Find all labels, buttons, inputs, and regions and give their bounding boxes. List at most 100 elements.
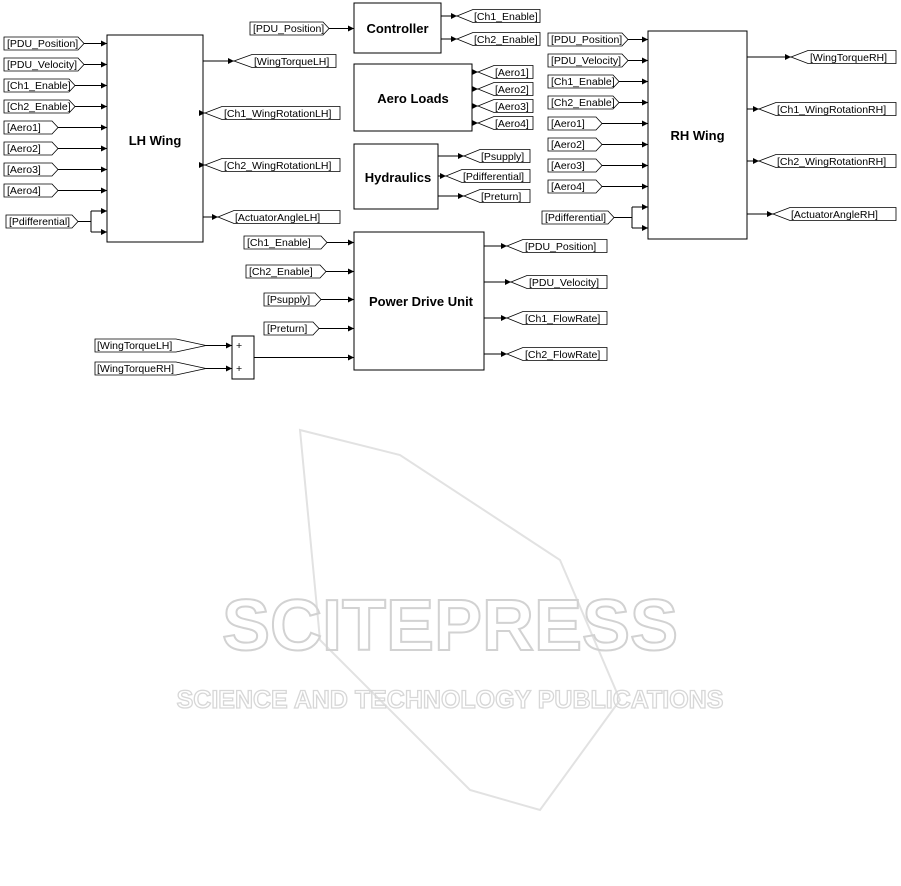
lh-input-label: [PDU_Position]: [7, 38, 78, 50]
sum-input-label: [WingTorqueRH]: [97, 363, 174, 375]
lh-input-label: [Ch2_Enable]: [7, 101, 71, 113]
controller-output-label: [Ch2_Enable]: [474, 34, 538, 46]
rh-input-tag[interactable]: [541, 210, 615, 225]
lh-input-tag[interactable]: [5, 214, 79, 229]
aero-output-tag[interactable]: [476, 99, 534, 113]
rh-input-label: [PDU_Velocity]: [551, 55, 621, 67]
hydraulics-label: Hydraulics: [365, 170, 431, 185]
pdu-output-label: [PDU_Velocity]: [529, 277, 599, 289]
rh-input-tag[interactable]: [547, 179, 603, 194]
lh-input-label: [PDU_Velocity]: [7, 59, 77, 71]
watermark-sub: SCIENCE AND TECHNOLOGY PUBLICATIONS: [177, 686, 724, 714]
rh-input-label: [Ch1_Enable]: [551, 76, 615, 88]
pdu-input-tag[interactable]: [245, 264, 327, 279]
rh-output-tag[interactable]: [757, 154, 897, 168]
lh-input-tag[interactable]: [3, 57, 85, 72]
aero-output-tag[interactable]: [476, 116, 534, 130]
lh-input-tag[interactable]: [3, 99, 76, 114]
controller-output-tag[interactable]: [455, 32, 541, 46]
lh-output-tag[interactable]: [203, 106, 341, 120]
rh-input-tag[interactable]: [547, 53, 629, 68]
sum-input-label: [WingTorqueLH]: [97, 340, 172, 352]
rh-input-label: [Aero1]: [551, 118, 585, 130]
pdu-input-tag[interactable]: [263, 292, 322, 307]
sum-input-tag[interactable]: [94, 338, 207, 353]
watermark: SCITEPRESS SCIENCE AND TECHNOLOGY PUBLIC…: [176, 428, 724, 812]
rh-wing-inputs: [PDU_Position] [PDU_Velocity] [Ch1_Enabl…: [541, 32, 648, 231]
rh-input-tag[interactable]: [547, 116, 603, 131]
lh-wing-block[interactable]: [106, 34, 204, 243]
rh-output-label: [Ch2_WingRotationRH]: [777, 156, 886, 168]
pdu-output-tag[interactable]: [505, 347, 608, 361]
hydraulics-output-label: [Preturn]: [481, 191, 521, 203]
lh-input-tag[interactable]: [3, 141, 59, 156]
rh-output-tag[interactable]: [757, 102, 897, 116]
pdu-output-tag[interactable]: [509, 275, 608, 289]
pdu-input-tag[interactable]: [263, 321, 320, 336]
lh-output-tag[interactable]: [216, 210, 341, 224]
lh-input-tag[interactable]: [3, 162, 59, 177]
hydraulics-output-tag[interactable]: [444, 169, 531, 183]
lh-input-tag[interactable]: [3, 36, 85, 51]
lh-output-tag[interactable]: [232, 54, 337, 68]
rh-input-tag[interactable]: [547, 95, 620, 110]
pdu-outputs: [PDU_Position] [PDU_Velocity] [Ch1_FlowR…: [484, 239, 608, 361]
rh-output-label: [WingTorqueRH]: [810, 52, 887, 64]
controller-input-tag[interactable]: [249, 21, 330, 36]
rh-input-label: [Aero2]: [551, 139, 585, 151]
aero-loads-outputs: [Aero1] [Aero2] [Aero3] [Aero4]: [472, 65, 534, 130]
pdu-output-label: [Ch2_FlowRate]: [525, 349, 600, 361]
aero-output-label: [Aero1]: [495, 67, 529, 79]
aero-loads-block[interactable]: [353, 63, 473, 132]
lh-output-label: [ActuatorAngleLH]: [235, 212, 320, 224]
pdu-input-tag[interactable]: [243, 235, 328, 250]
rh-output-tag[interactable]: [789, 50, 897, 64]
lh-wing-outputs: [WingTorqueLH] [Ch1_WingRotationLH] [Ch2…: [199, 54, 341, 224]
lh-input-tag[interactable]: [3, 183, 59, 198]
hydraulics-output-label: [Psupply]: [481, 151, 524, 163]
lh-pdiff-branch: [78, 211, 92, 232]
hydraulics-outputs: [Psupply] [Pdifferential] [Preturn]: [438, 149, 531, 203]
aero-output-label: [Aero2]: [495, 84, 529, 96]
lh-input-label: [Ch1_Enable]: [7, 80, 71, 92]
aero-output-label: [Aero3]: [495, 101, 529, 113]
rh-input-tag[interactable]: [547, 74, 620, 89]
controller-output-tag[interactable]: [455, 9, 541, 23]
lh-input-label: [Aero1]: [7, 122, 41, 134]
power-drive-unit-label: Power Drive Unit: [369, 294, 474, 309]
sum-sign: +: [236, 340, 242, 352]
lh-wing-inputs: [PDU_Position] [PDU_Velocity] [Ch1_Enabl…: [3, 36, 107, 235]
lh-output-label: [Ch2_WingRotationLH]: [224, 160, 331, 172]
hydraulics-output-tag[interactable]: [462, 149, 531, 163]
rh-output-label: [ActuatorAngleRH]: [791, 209, 878, 221]
lh-input-label: [Pdifferential]: [9, 216, 70, 228]
sum-input-tag[interactable]: [94, 361, 207, 376]
rh-wing-outputs: [WingTorqueRH] [Ch1_WingRotationRH] [Ch2…: [747, 50, 897, 221]
controller-block[interactable]: [353, 2, 442, 54]
rh-input-label: [Aero4]: [551, 181, 585, 193]
aero-output-tag[interactable]: [476, 82, 534, 96]
rh-wing-block[interactable]: [647, 30, 748, 240]
rh-input-label: [PDU_Position]: [551, 34, 622, 46]
lh-input-tag[interactable]: [3, 120, 59, 135]
lh-output-tag[interactable]: [203, 158, 341, 172]
lh-output-label: [WingTorqueLH]: [254, 56, 329, 68]
rh-input-label: [Aero3]: [551, 160, 585, 172]
pdu-input-label: [Psupply]: [267, 294, 310, 306]
power-drive-unit-block[interactable]: [353, 231, 485, 371]
hydraulics-output-tag[interactable]: [462, 189, 531, 203]
rh-input-label: [Ch2_Enable]: [551, 97, 615, 109]
aero-output-label: [Aero4]: [495, 118, 529, 130]
rh-input-tag[interactable]: [547, 137, 603, 152]
rh-output-tag[interactable]: [771, 207, 897, 221]
lh-input-label: [Aero3]: [7, 164, 41, 176]
aero-output-tag[interactable]: [476, 65, 534, 79]
rh-input-tag[interactable]: [547, 158, 603, 173]
pdu-inputs: [Ch1_Enable] [Ch2_Enable] [Psupply] [Pre…: [243, 235, 354, 336]
rh-input-tag[interactable]: [547, 32, 629, 47]
lh-input-tag[interactable]: [3, 78, 76, 93]
watermark-main: SCITEPRESS: [222, 586, 678, 666]
pdu-output-tag[interactable]: [505, 239, 608, 253]
pdu-output-tag[interactable]: [505, 311, 608, 325]
